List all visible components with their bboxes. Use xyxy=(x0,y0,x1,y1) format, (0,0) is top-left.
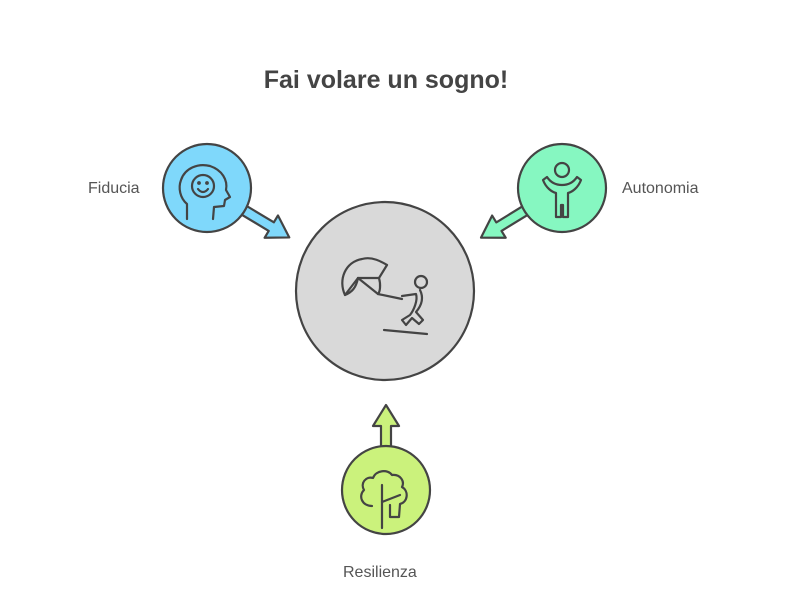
tree-icon xyxy=(360,470,408,530)
center-node xyxy=(294,200,476,382)
label-resilienza: Resilienza xyxy=(343,564,417,581)
label-fiducia: Fiducia xyxy=(88,180,140,197)
autonomia-node xyxy=(516,142,608,234)
kitesurfer-icon xyxy=(341,257,429,336)
head-smile-icon xyxy=(178,164,232,221)
child-arms-up-icon xyxy=(541,161,583,219)
diagram-title: Fai volare un sogno! xyxy=(263,66,509,94)
resilienza-node xyxy=(340,444,432,536)
label-autonomia: Autonomia xyxy=(622,180,699,197)
fiducia-node xyxy=(161,142,253,234)
